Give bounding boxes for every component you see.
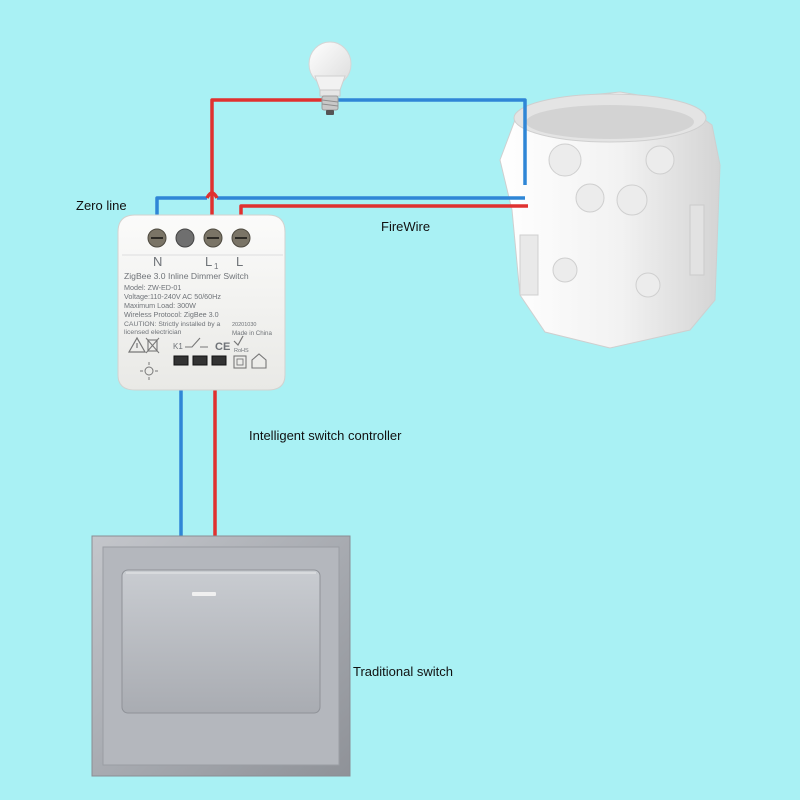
button-icon: [233, 355, 247, 369]
k1-label: K1: [173, 342, 183, 351]
sun-icon: [140, 362, 158, 380]
output-terminal: [192, 355, 208, 366]
terminal-label-l1-subscript: 1: [214, 262, 219, 271]
relay-switch-icon: [185, 337, 208, 348]
module-date-code: 20201030: [232, 322, 256, 328]
switch-rocker: [121, 569, 321, 714]
ce-mark: CE: [215, 341, 230, 353]
module-spec-line: CAUTION: Strictly installed by a: [124, 321, 221, 328]
checkmark-icon: [233, 335, 244, 346]
label-firewire: FireWire: [381, 219, 431, 234]
weee-bin-icon: [145, 337, 160, 354]
module-title: ZigBee 3.0 Inline Dimmer Switch: [124, 271, 249, 281]
wire-neutral-bulb: [332, 98, 527, 185]
rohs-mark: RoHS: [234, 348, 249, 354]
wire-live-bulb: [210, 98, 330, 230]
module-spec-line: Wireless Protocol: ZigBee 3.0: [124, 310, 219, 319]
module-spec-line: Maximum Load: 300W: [124, 301, 196, 310]
wall-switch: [91, 535, 351, 777]
warning-icon: [127, 336, 147, 353]
terminal-label-n: N: [153, 254, 162, 269]
dimmer-module: N L 1 L ZigBee 3.0 Inline Dimmer Switch …: [117, 214, 286, 391]
terminal-label-l1: L: [205, 254, 212, 269]
terminal-screws: [147, 228, 251, 248]
module-spec-line: licensed electrician: [124, 329, 182, 336]
module-spec-line: Model: ZW-ED-01: [124, 283, 181, 292]
output-terminal: [173, 355, 189, 366]
output-terminal: [211, 355, 227, 366]
module-spec-line: Voltage:110-240V AC 50/60Hz: [124, 292, 221, 301]
terminal-label-l: L: [236, 254, 243, 269]
switch-indicator: [192, 592, 216, 596]
junction-box: [499, 91, 721, 349]
label-zero-line: Zero line: [76, 198, 127, 213]
label-traditional-switch: Traditional switch: [353, 664, 453, 679]
module-made-in: Made in China: [232, 330, 272, 337]
home-icon: [251, 353, 267, 369]
light-bulb: [308, 41, 352, 115]
label-intelligent-switch-controller: Intelligent switch controller: [249, 428, 402, 443]
